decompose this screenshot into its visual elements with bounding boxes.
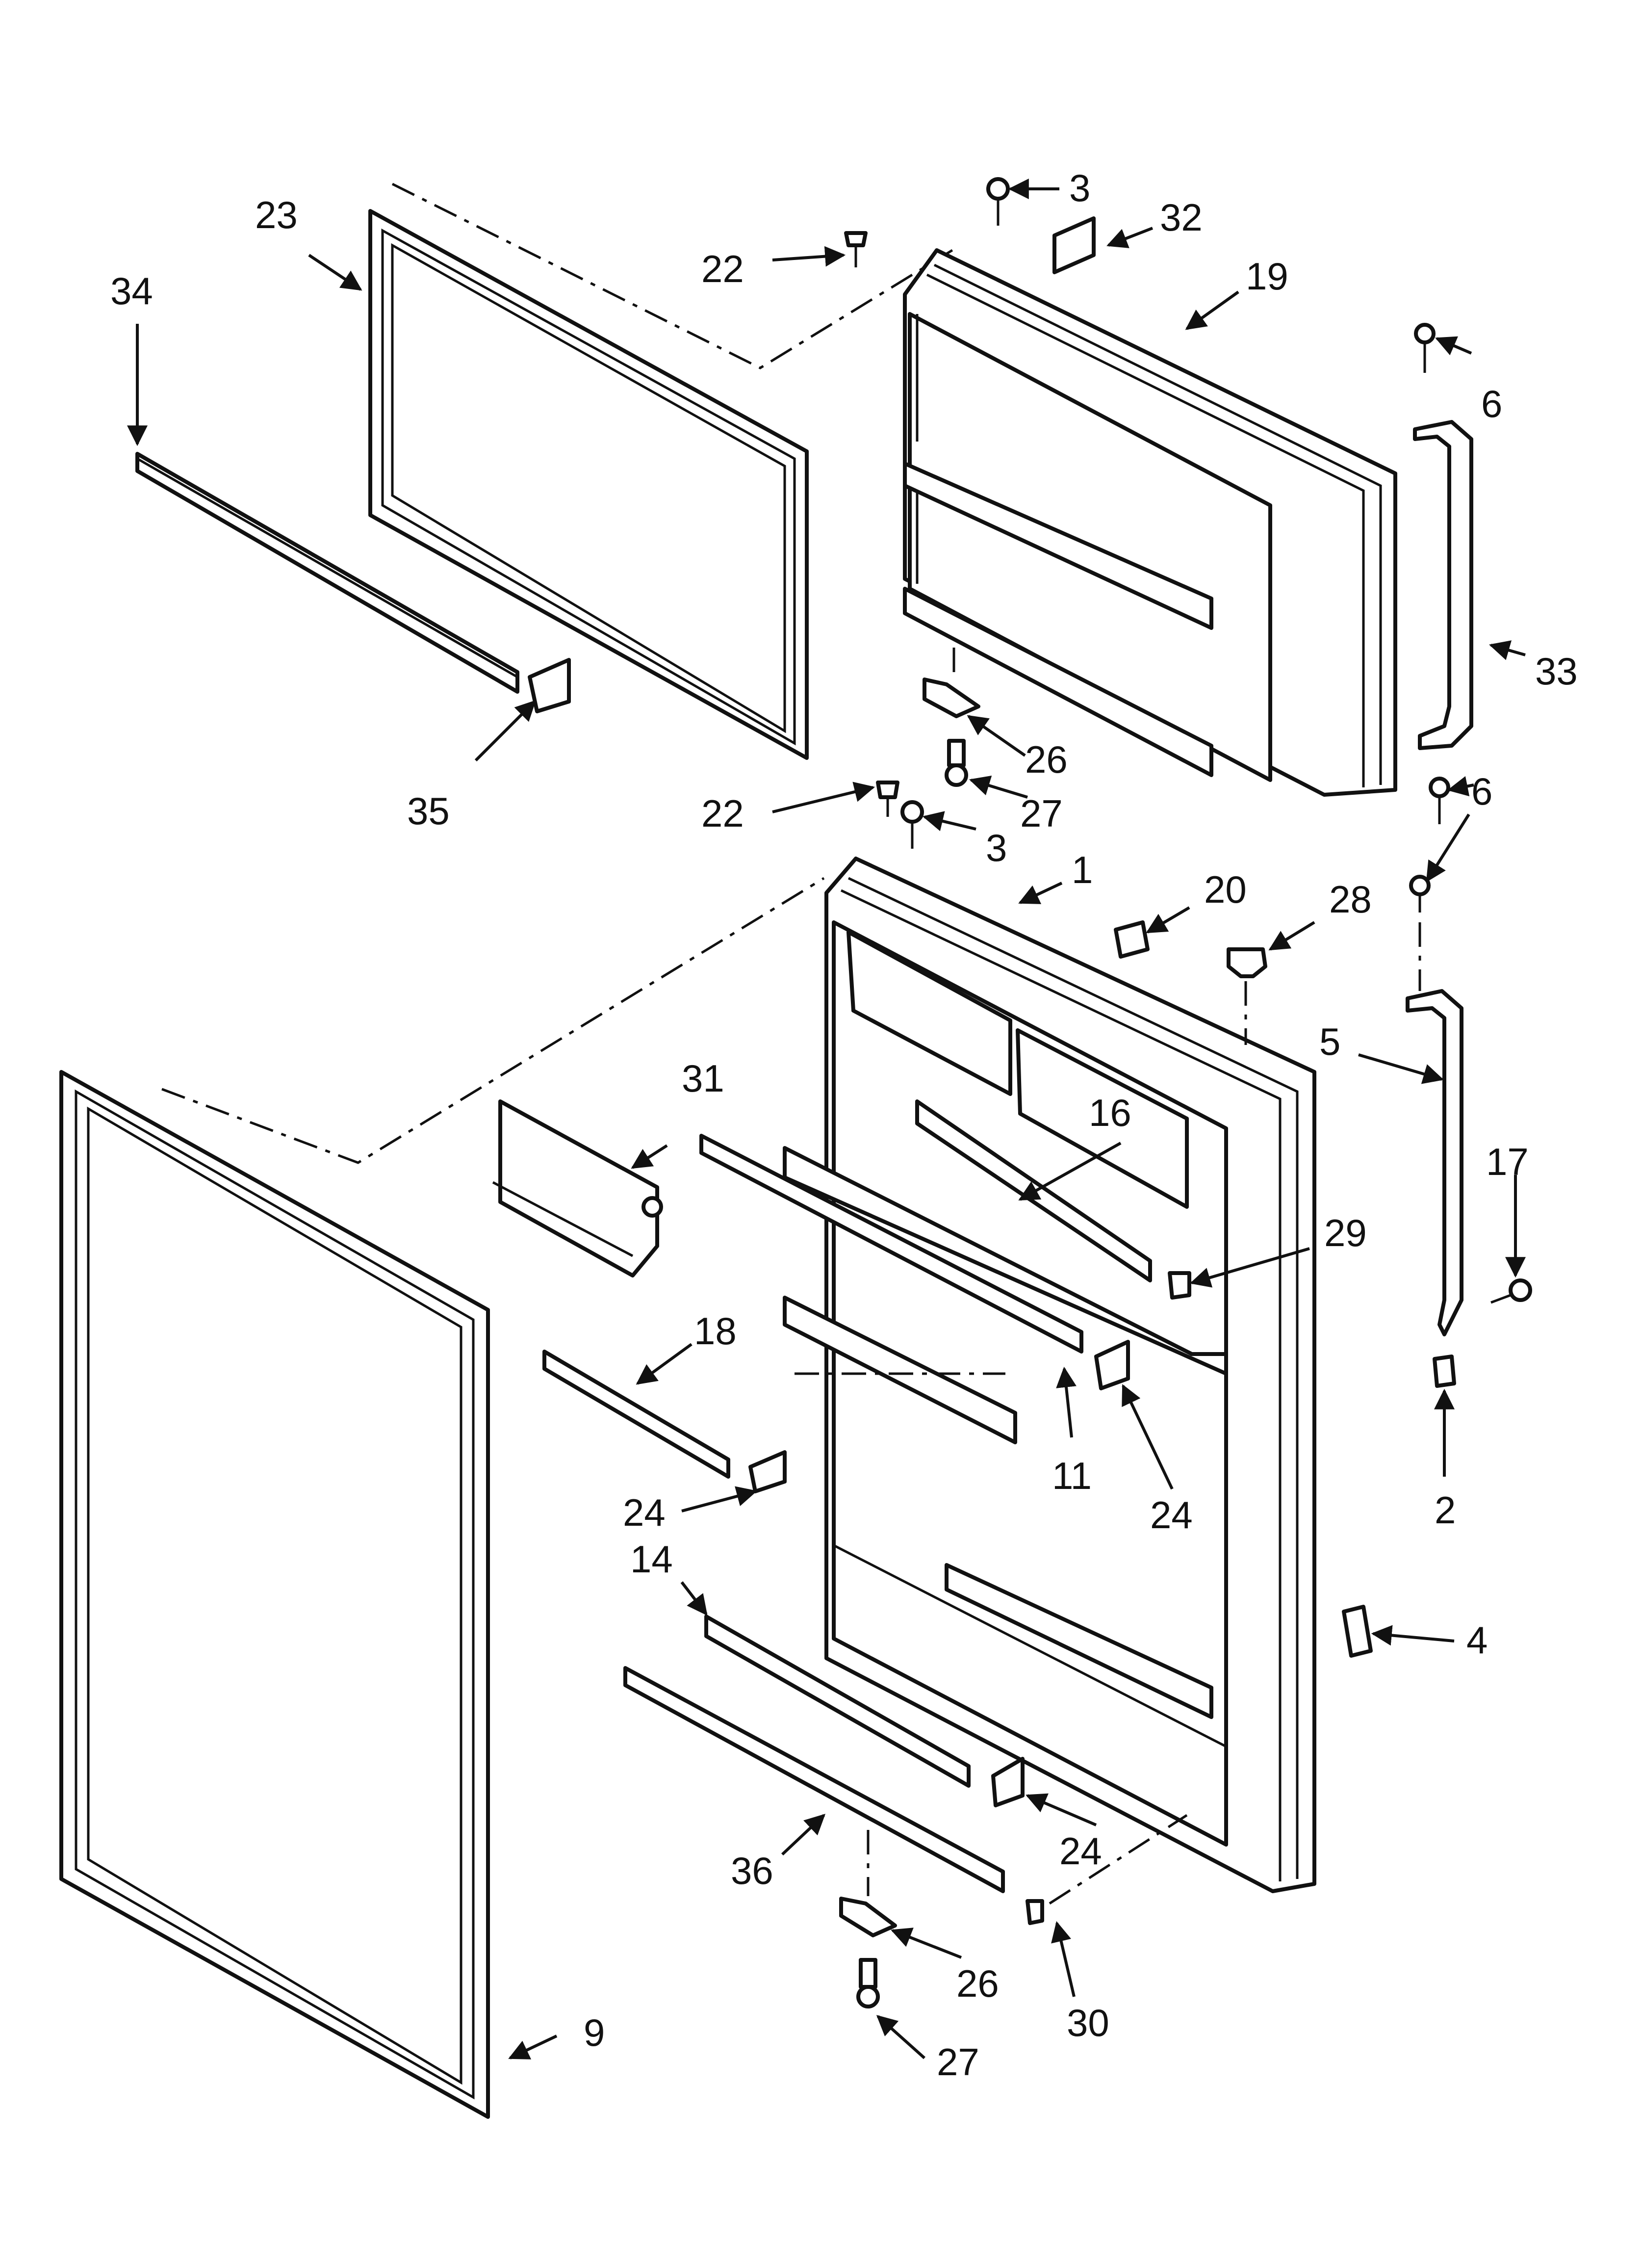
callout-16: 16 <box>1089 1091 1131 1134</box>
shelf-end-cap <box>528 658 571 713</box>
dashed-guide <box>391 182 957 369</box>
bracket-icon <box>1342 1605 1373 1658</box>
shelf-end-cap <box>1094 1340 1130 1390</box>
callout-36: 36 <box>731 1849 773 1892</box>
shelf-bar-18 <box>542 1350 730 1479</box>
callout-17: 17 <box>1486 1140 1529 1183</box>
callout-22-mid: 22 <box>701 792 744 835</box>
callout-6-mid: 6 <box>1471 770 1492 813</box>
screw-icon <box>1429 777 1450 824</box>
freezer-shelf-bar <box>135 452 519 694</box>
plug-icon <box>1114 920 1150 959</box>
hinge-label <box>1052 216 1096 274</box>
callout-30: 30 <box>1067 2001 1109 2044</box>
shelf-end-cap <box>748 1450 787 1493</box>
shelf-bar-11 <box>699 1134 1083 1354</box>
refrigerator-door-gasket <box>59 1070 490 2119</box>
callout-9: 9 <box>584 2011 605 2054</box>
shelf-end-cap <box>1168 1271 1191 1300</box>
callout-14: 14 <box>630 1538 673 1581</box>
callout-22-top: 22 <box>701 247 744 290</box>
callout-5: 5 <box>1319 1020 1340 1063</box>
callout-31: 31 <box>682 1057 724 1100</box>
freezer-door-gasket <box>368 209 809 760</box>
callout-23: 23 <box>255 193 298 236</box>
callout-4: 4 <box>1466 1618 1488 1662</box>
screw-icon <box>1490 1278 1532 1304</box>
callout-24-right: 24 <box>1150 1493 1193 1537</box>
callout-34: 34 <box>110 269 153 313</box>
hinge-bracket <box>923 648 980 718</box>
plug-icon <box>1227 947 1267 978</box>
callout-29: 29 <box>1324 1211 1367 1254</box>
callout-27-top: 27 <box>1020 792 1063 835</box>
dashed-guide <box>161 877 825 1164</box>
refrigerator-handle <box>1406 922 1463 1336</box>
screw-icon <box>1409 875 1431 912</box>
screw-icon <box>945 739 968 787</box>
hinge-bracket <box>839 1830 897 1937</box>
hinge-pin-icon <box>844 231 868 267</box>
callout-35: 35 <box>407 789 450 833</box>
refrigerator-door <box>783 857 1316 1893</box>
freezer-handle <box>1413 420 1473 750</box>
shelf-bar-14 <box>704 1615 971 1788</box>
callout-labels: 23 34 22 3 32 19 6 33 35 26 27 6 22 3 1 … <box>110 166 1578 2084</box>
callout-20: 20 <box>1204 868 1247 911</box>
callout-3-top: 3 <box>1069 166 1090 209</box>
callout-arrows <box>127 179 1526 2059</box>
callout-24-bottom: 24 <box>1059 1829 1102 1873</box>
callout-18: 18 <box>694 1309 737 1353</box>
screw-icon <box>900 800 924 849</box>
callout-11: 11 <box>1052 1454 1092 1497</box>
hinge-pin-icon <box>876 781 899 817</box>
dairy-door <box>492 1099 663 1277</box>
callout-24-left: 24 <box>623 1491 666 1534</box>
shelf-end-cap <box>991 1757 1025 1807</box>
callout-32: 32 <box>1160 196 1203 239</box>
freezer-door <box>903 248 1397 797</box>
callout-27-bottom: 27 <box>937 2040 979 2084</box>
callout-26-top: 26 <box>1025 738 1068 781</box>
callout-3-mid: 3 <box>986 826 1007 869</box>
callout-6-top: 6 <box>1481 382 1502 425</box>
shelf-bar-36 <box>623 1666 1005 1893</box>
callout-28: 28 <box>1329 878 1372 921</box>
callout-1: 1 <box>1072 848 1093 891</box>
dashed-guide <box>1049 1814 1188 1905</box>
shelf-end-cap <box>1026 1899 1044 1925</box>
callout-2: 2 <box>1435 1488 1456 1532</box>
screw-icon <box>856 1958 880 2008</box>
screw-icon <box>986 177 1010 226</box>
callout-33: 33 <box>1535 650 1578 693</box>
screw-icon <box>1414 323 1436 373</box>
callout-19: 19 <box>1246 255 1288 298</box>
clip-icon <box>1433 1355 1456 1388</box>
callout-26-bottom: 26 <box>956 1962 999 2005</box>
